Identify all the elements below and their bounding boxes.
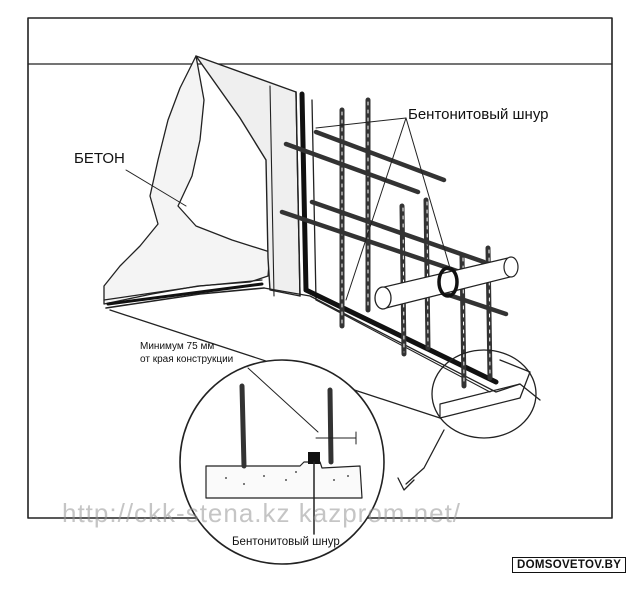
detail-bentonite-cord bbox=[308, 452, 320, 464]
pipe-end bbox=[374, 286, 392, 310]
detail-concrete-block bbox=[205, 461, 363, 499]
slab-top-edge bbox=[103, 279, 263, 301]
footing-top bbox=[263, 287, 541, 401]
slab-bottom-edge bbox=[105, 287, 265, 309]
bentonite-cord-label-top: Бентонитовый шнур bbox=[408, 106, 549, 123]
minimum-distance-line1: Минимум 75 мм bbox=[140, 341, 215, 352]
watermark-url: http://ckk-stena.kz kazprom.net/ bbox=[62, 498, 462, 528]
texture-dot bbox=[263, 475, 265, 477]
rebar-rib bbox=[488, 249, 491, 377]
texture-dot bbox=[285, 479, 287, 481]
slab-cord bbox=[106, 282, 264, 306]
leader-line bbox=[315, 117, 407, 129]
rebar-ribs bbox=[341, 101, 491, 385]
bentonite-cord-vertical bbox=[299, 91, 309, 293]
dimension-leader bbox=[247, 367, 319, 433]
rebar-horizontal bbox=[283, 141, 421, 195]
concrete-label: БЕТОН bbox=[74, 150, 125, 167]
rebar-rib bbox=[426, 201, 429, 347]
wall-face-edge bbox=[295, 91, 301, 297]
footing-end bbox=[439, 383, 521, 419]
detail-circle bbox=[179, 359, 385, 565]
pipe bbox=[374, 256, 519, 310]
callout-arrowhead bbox=[397, 477, 415, 491]
minimum-distance-label: Минимум 75 мм от края конструкции bbox=[140, 340, 233, 366]
leader-line bbox=[345, 117, 407, 301]
concrete-leader-line bbox=[125, 169, 187, 207]
wall-front-face bbox=[269, 85, 275, 297]
wall-inner-edge bbox=[311, 99, 317, 301]
leader-line bbox=[405, 117, 451, 269]
texture-dot bbox=[333, 479, 335, 481]
detail-rebar bbox=[327, 387, 334, 465]
minimum-distance-line2: от края конструкции bbox=[140, 354, 234, 365]
callout-arrow bbox=[405, 429, 445, 485]
texture-dot bbox=[295, 471, 297, 473]
rebar-horizontal bbox=[313, 129, 447, 183]
rebar-rib bbox=[462, 257, 465, 385]
pipe-collar-cord bbox=[437, 266, 459, 298]
bentonite-cord-label-bottom: Бентонитовый шнур bbox=[232, 536, 340, 548]
texture-dot bbox=[347, 475, 349, 477]
cord-leader-lines bbox=[315, 117, 451, 301]
texture-dot bbox=[243, 483, 245, 485]
brand-badge: DOMSOVETOV.BY bbox=[512, 557, 627, 573]
rebar-horizontal bbox=[309, 199, 487, 265]
pipe-far-end bbox=[503, 256, 519, 278]
texture-dot bbox=[225, 477, 227, 479]
detail-concrete-texture bbox=[225, 471, 349, 485]
detail-callout-circle bbox=[431, 349, 537, 439]
rebar-horizontal bbox=[279, 209, 463, 275]
detail-rebar bbox=[239, 383, 247, 469]
detail-content bbox=[205, 367, 363, 535]
